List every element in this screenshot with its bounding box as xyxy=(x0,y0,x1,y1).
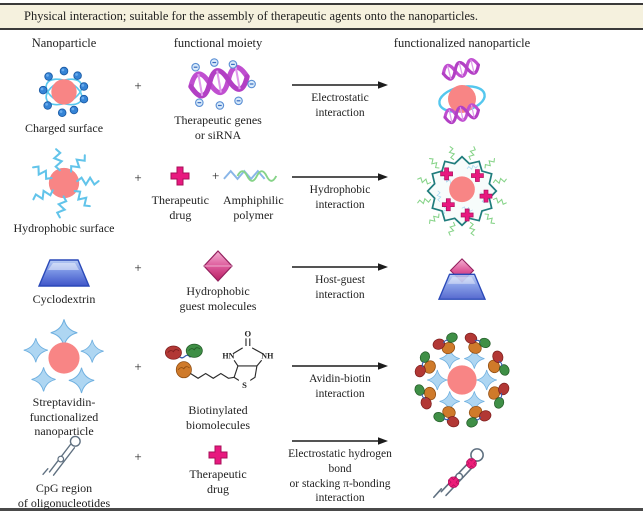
table-row-host-guest: Cyclodextrin + Hydrophobic guest molecul… xyxy=(0,240,643,322)
gene-functionalized-nanoparticle-icon xyxy=(438,56,486,126)
table-row-electrostatic: Charged surface + Therapeutic genes or s… xyxy=(0,56,643,142)
nanoparticle-label: Streptavidin- functionalized nanoparticl… xyxy=(29,395,99,439)
nanoparticle-label: Hydrophobic surface xyxy=(13,221,115,236)
interaction-label: Electrostatic hydrogen bond or stacking … xyxy=(288,448,392,505)
nanoparticle-label: CpG region of oligonucleotides xyxy=(17,481,111,510)
biotin-nh-label: NH xyxy=(261,352,274,361)
result-cell xyxy=(392,257,532,305)
interaction-label: Hydrophobic interaction xyxy=(309,183,371,211)
plus-sign: + xyxy=(134,359,142,375)
table-row-hydrophobic: Hydrophobic surface + Therapeutic drug + xyxy=(0,142,643,240)
avidin-biotin-functionalized-nanoparticle-icon xyxy=(412,330,512,431)
caption-text: Physical interaction; suitable for the a… xyxy=(24,9,479,23)
nanoparticle-cell: Streptavidin- functionalized nanoparticl… xyxy=(0,318,128,439)
result-cell xyxy=(392,56,532,132)
plus-sign: + xyxy=(134,170,142,185)
moiety-cell: Hydrophobic guest molecules xyxy=(148,249,288,313)
moiety-label: Therapeutic genes or siRNA xyxy=(174,113,262,142)
moiety-label: Hydrophobic guest molecules xyxy=(179,283,257,313)
moiety-label: Therapeutic drug xyxy=(151,193,209,222)
therapeutic-drug-icon xyxy=(170,166,190,186)
plus-sign: + xyxy=(211,168,220,183)
moiety-label: Amphiphilic polymer xyxy=(222,193,284,222)
reaction-cell: Avidin-biotin interaction xyxy=(288,359,392,401)
plus-sign: + xyxy=(134,78,142,94)
result-cell xyxy=(392,439,532,501)
interaction-label: Electrostatic interaction xyxy=(311,91,369,119)
moiety-label: Biotinylated biomolecules xyxy=(186,403,250,432)
biotin-s-label: S xyxy=(242,380,247,390)
biotin-hn-label: HN xyxy=(222,352,234,361)
amphiphilic-polymer-icon xyxy=(223,170,278,183)
interaction-label: Host-guest interaction xyxy=(315,273,365,301)
moiety-cell: Therapeutic drug + Amphiphilic polymer xyxy=(148,159,288,222)
moiety-drug: Therapeutic drug xyxy=(152,159,209,222)
nanoparticle-label: Charged surface xyxy=(24,121,104,136)
nanoparticle-label: Cyclodextrin xyxy=(32,292,96,307)
table-row-avidin-biotin: Streptavidin- functionalized nanoparticl… xyxy=(0,318,643,438)
nanoparticle-cell: Hydrophobic surface xyxy=(0,146,128,236)
reaction-arrow-icon xyxy=(292,437,388,445)
reaction-cell: Host-guest interaction xyxy=(288,260,392,302)
table-row-cpg: CpG region of oligonucleotides + Therape… xyxy=(0,430,643,510)
plus-sign: + xyxy=(134,260,142,275)
hydrophobic-surface-icon xyxy=(30,147,100,220)
interaction-label: Avidin-biotin interaction xyxy=(309,373,371,400)
moiety-cell: Therapeutic drug xyxy=(148,444,288,496)
column-header-functional-moiety: functional moiety xyxy=(173,35,263,50)
host-guest-complex-icon xyxy=(437,258,487,300)
reaction-cell: Electrostatic interaction xyxy=(288,78,392,120)
nanoparticle-cell: CpG region of oligonucleotides xyxy=(0,430,128,510)
dna-helix-icon xyxy=(172,58,256,110)
reaction-arrow-icon xyxy=(292,81,388,89)
reaction-arrow-icon xyxy=(292,172,388,181)
nanoparticle-cell: Charged surface xyxy=(0,62,128,136)
reaction-cell: Electrostatic hydrogen bond or stacking … xyxy=(288,434,392,506)
column-header-nanoparticle: Nanoparticle xyxy=(31,35,97,50)
streptavidin-nanoparticle-icon xyxy=(23,318,105,394)
result-cell xyxy=(392,328,532,432)
nanoparticle-cell: Cyclodextrin xyxy=(0,255,128,307)
caption-band: Physical interaction; suitable for the a… xyxy=(0,3,643,30)
moiety-cell: O HN NH S Biotinylated biomolecules xyxy=(148,328,288,432)
reaction-arrow-icon xyxy=(292,362,388,371)
moiety-polymer: Amphiphilic polymer xyxy=(222,159,284,222)
moiety-label: Therapeutic drug xyxy=(189,467,247,496)
biotinylated-biomolecule-icon: O HN NH S xyxy=(164,329,274,390)
cpg-hairpin-icon xyxy=(42,435,81,476)
micelle-functionalized-nanoparticle-icon xyxy=(416,145,508,237)
bottom-rule xyxy=(0,508,643,511)
charged-surface-icon xyxy=(38,67,89,118)
drug-loaded-hairpin-icon xyxy=(433,448,484,499)
column-header-row: Nanoparticle functional moiety functiona… xyxy=(0,30,643,56)
result-cell xyxy=(392,143,532,239)
therapeutic-drug-icon xyxy=(208,445,228,465)
guest-molecule-icon xyxy=(203,249,233,282)
plus-sign: + xyxy=(134,449,142,465)
biotin-o-label: O xyxy=(245,329,252,339)
reaction-arrow-icon xyxy=(292,262,388,271)
column-header-functionalized-nanoparticle: functionalized nanoparticle xyxy=(393,35,531,50)
moiety-cell: Therapeutic genes or siRNA xyxy=(148,56,288,142)
reaction-cell: Hydrophobic interaction xyxy=(288,170,392,212)
cyclodextrin-icon xyxy=(37,259,91,287)
